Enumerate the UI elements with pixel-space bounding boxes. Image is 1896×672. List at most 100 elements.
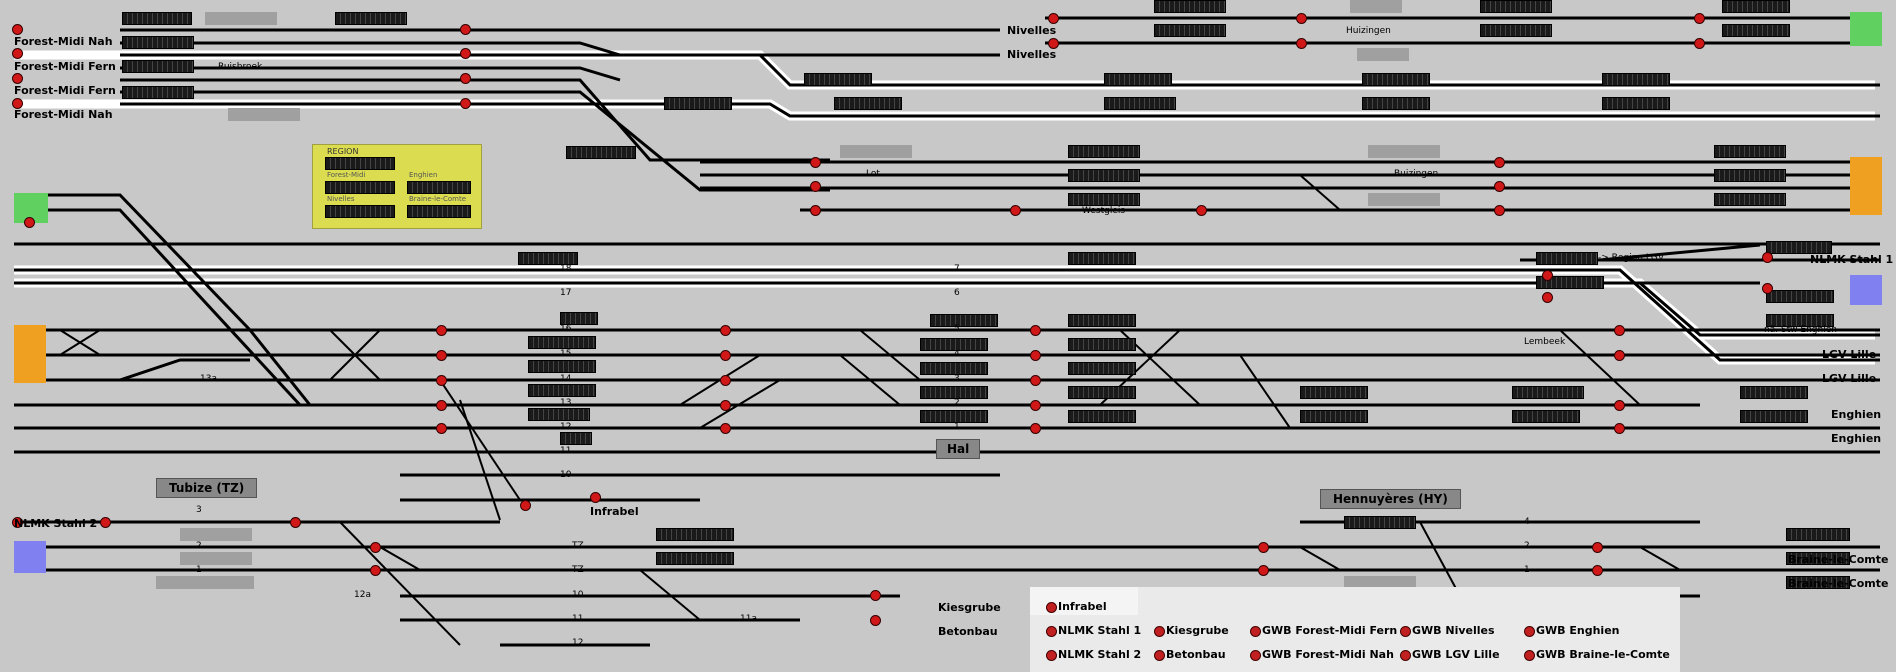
signal[interactable] (1592, 565, 1603, 576)
led-display-gray (205, 12, 277, 25)
signal[interactable] (1030, 375, 1041, 386)
signal[interactable] (720, 375, 731, 386)
legend-item[interactable]: GWB Nivelles (1400, 624, 1495, 637)
signal[interactable] (12, 24, 23, 35)
signal[interactable] (12, 517, 23, 528)
signal[interactable] (810, 205, 821, 216)
track-number: 12a (354, 590, 371, 600)
legend-item[interactable]: NLMK Stahl 1 (1046, 624, 1141, 637)
signal[interactable] (1494, 205, 1505, 216)
signal[interactable] (436, 350, 447, 361)
signal[interactable] (1296, 13, 1307, 24)
signal[interactable] (12, 48, 23, 59)
led-display (1786, 528, 1850, 541)
signal[interactable] (1614, 325, 1625, 336)
led-display (1786, 576, 1850, 589)
signal[interactable] (460, 24, 471, 35)
signal[interactable] (1048, 13, 1059, 24)
signal[interactable] (460, 48, 471, 59)
signal[interactable] (12, 98, 23, 109)
signal[interactable] (1030, 350, 1041, 361)
led-display (920, 410, 988, 423)
signal[interactable] (436, 400, 447, 411)
legend-item[interactable]: NLMK Stahl 2 (1046, 648, 1141, 661)
legend-item[interactable]: Infrabel (1046, 600, 1107, 613)
signal[interactable] (870, 590, 881, 601)
led-display (1766, 241, 1832, 254)
legend-item[interactable]: Kiesgrube (1154, 624, 1229, 637)
legend-item[interactable]: GWB LGV Lille (1400, 648, 1500, 661)
signal[interactable] (100, 517, 111, 528)
signal[interactable] (436, 375, 447, 386)
signal[interactable] (810, 181, 821, 192)
signal[interactable] (720, 423, 731, 434)
signal[interactable] (1030, 400, 1041, 411)
place-label: Lembeek (1524, 337, 1566, 347)
track-number: 12 (572, 638, 584, 648)
signal[interactable] (290, 517, 301, 528)
signal[interactable] (1296, 38, 1307, 49)
signal[interactable] (590, 492, 601, 503)
station-box-hal[interactable]: Hal (936, 439, 981, 459)
signal[interactable] (460, 98, 471, 109)
signal[interactable] (370, 565, 381, 576)
track-number: 3 (954, 374, 960, 384)
signal[interactable] (520, 500, 531, 511)
legend-item[interactable]: Betonbau (1154, 648, 1226, 661)
signal[interactable] (1030, 325, 1041, 336)
led-display (1104, 73, 1172, 86)
signal[interactable] (1258, 565, 1269, 576)
signal[interactable] (870, 615, 881, 626)
signal[interactable] (1048, 38, 1059, 49)
signal[interactable] (1614, 350, 1625, 361)
station-box-hennuyeres[interactable]: Hennuyères (HY) (1320, 489, 1461, 509)
signal[interactable] (1614, 423, 1625, 434)
signal[interactable] (1592, 542, 1603, 553)
station-box-tubize[interactable]: Tubize (TZ) (156, 478, 258, 498)
legend-item[interactable]: GWB Forest-Midi Fern (1250, 624, 1397, 637)
signal[interactable] (720, 350, 731, 361)
signal[interactable] (1694, 38, 1705, 49)
signal[interactable] (12, 73, 23, 84)
signal[interactable] (1762, 252, 1773, 263)
main-tracks (14, 16, 1880, 647)
place-label: nä. Stw Enghien (1764, 325, 1837, 335)
legend-item[interactable]: GWB Enghien (1524, 624, 1620, 637)
signal[interactable] (720, 325, 731, 336)
signal[interactable] (436, 423, 447, 434)
legend-item[interactable]: GWB Braine-le-Comte (1524, 648, 1670, 661)
signal[interactable] (1030, 423, 1041, 434)
signal[interactable] (24, 217, 35, 228)
led-display-gray (1357, 48, 1409, 61)
track-number: TZ (572, 541, 584, 551)
track-number: 11a (740, 614, 757, 624)
signal[interactable] (1010, 205, 1021, 216)
signal[interactable] (1494, 157, 1505, 168)
signal[interactable] (370, 542, 381, 553)
led-display (1362, 97, 1430, 110)
signal[interactable] (1542, 270, 1553, 281)
signal[interactable] (1762, 283, 1773, 294)
signal[interactable] (1614, 400, 1625, 411)
signal[interactable] (720, 400, 731, 411)
led-display (560, 432, 592, 445)
legend-item[interactable]: GWB Forest-Midi Nah (1250, 648, 1394, 661)
signal[interactable] (810, 157, 821, 168)
signal[interactable] (1494, 181, 1505, 192)
signal[interactable] (1258, 542, 1269, 553)
led-display (1068, 386, 1136, 399)
signal[interactable] (1694, 13, 1705, 24)
led-display (122, 60, 194, 73)
led-display (1536, 252, 1598, 265)
led-display-gray (156, 576, 254, 589)
station-label: LGV Lille (1822, 372, 1877, 385)
led-display (1300, 386, 1368, 399)
signal[interactable] (1196, 205, 1207, 216)
signal[interactable] (460, 73, 471, 84)
track-number: 10 (560, 470, 572, 480)
signal[interactable] (436, 325, 447, 336)
region-label: Braine-le-Comte (409, 195, 467, 203)
led-display (1104, 97, 1176, 110)
led-display (1068, 145, 1140, 158)
signal[interactable] (1542, 292, 1553, 303)
